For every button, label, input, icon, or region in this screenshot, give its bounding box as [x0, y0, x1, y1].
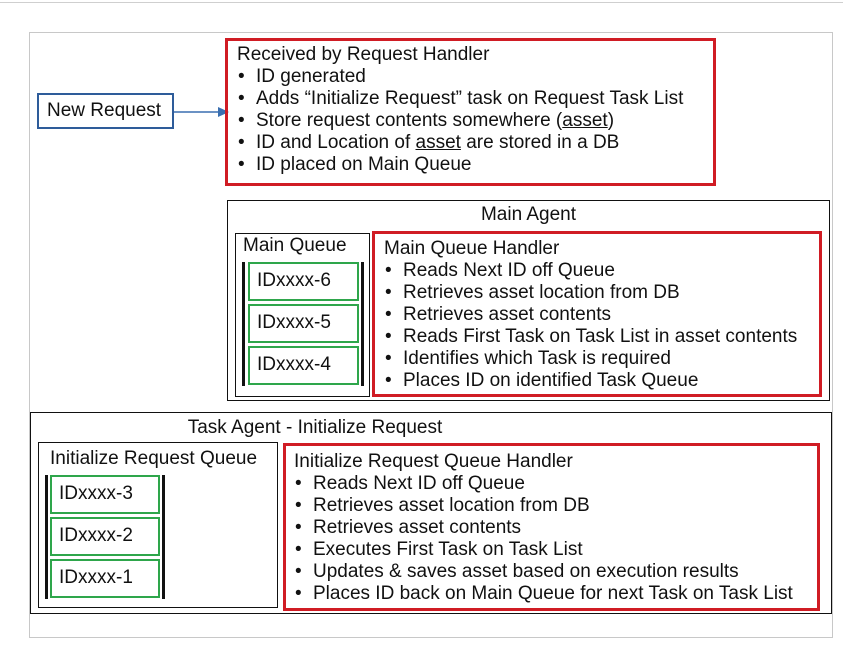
main-agent-title: Main Agent — [480, 204, 577, 225]
list-item: •Places ID on identified Task Queue — [385, 370, 699, 391]
list-item: •Retrieves asset contents — [385, 304, 612, 325]
main-agent-box — [227, 200, 830, 401]
main-queue-handler-list: •Reads Next ID off Queue •Retrieves asse… — [384, 260, 819, 392]
initialize-request-queue-box — [38, 442, 278, 608]
queue-item: IDxxxx-5 — [248, 304, 359, 343]
list-item: •ID placed on Main Queue — [238, 154, 472, 175]
queue-item: IDxxxx-6 — [248, 262, 359, 301]
list-item: •Store request contents somewhere (asset… — [238, 110, 615, 131]
list-item: •Reads Next ID off Queue — [295, 473, 525, 494]
request-handler-list: •ID generated •Adds “Initialize Request”… — [237, 66, 713, 176]
main-queue-title: Main Queue — [243, 235, 347, 256]
asset-term: asset — [562, 110, 608, 131]
initialize-request-queue-handler-box: Initialize Request Queue Handler •Reads … — [283, 443, 820, 611]
initialize-request-queue-handler-title: Initialize Request Queue Handler — [294, 451, 573, 472]
asset-term: asset — [415, 132, 461, 153]
main-queue-box — [235, 233, 370, 397]
main-queue-handler-title: Main Queue Handler — [384, 238, 560, 259]
task-agent-box — [30, 412, 832, 614]
new-request-box: New Request — [37, 93, 174, 129]
request-handler-title: Received by Request Handler — [237, 44, 490, 65]
queue-left-bar — [45, 475, 48, 599]
list-item: •Executes First Task on Task List — [295, 539, 583, 560]
list-item: •Identifies which Task is required — [385, 348, 671, 369]
diagram-canvas — [29, 32, 833, 638]
queue-item: IDxxxx-2 — [50, 517, 160, 556]
list-item: •ID and Location of asset are stored in … — [238, 132, 620, 153]
queue-right-bar — [361, 262, 364, 386]
initialize-request-queue-title: Initialize Request Queue — [50, 448, 258, 469]
queue-left-bar — [242, 262, 245, 386]
list-item: •Adds “Initialize Request” task on Reque… — [238, 88, 684, 109]
queue-right-bar — [162, 475, 165, 599]
list-item: •Reads Next ID off Queue — [385, 260, 615, 281]
list-item: •ID generated — [238, 66, 366, 87]
queue-item: IDxxxx-1 — [50, 559, 160, 598]
new-request-label: New Request — [47, 100, 162, 121]
task-agent-title: Task Agent - Initialize Request — [187, 417, 443, 438]
list-item: •Retrieves asset location from DB — [295, 495, 590, 516]
list-item: •Retrieves asset contents — [295, 517, 522, 538]
queue-item: IDxxxx-3 — [50, 475, 160, 514]
queue-item: IDxxxx-4 — [248, 346, 359, 385]
list-item: •Retrieves asset location from DB — [385, 282, 680, 303]
initialize-request-queue-handler-list: •Reads Next ID off Queue •Retrieves asse… — [294, 473, 817, 605]
list-item: •Updates & saves asset based on executio… — [295, 561, 739, 582]
list-item: •Reads First Task on Task List in asset … — [385, 326, 798, 347]
arrow-to-request-handler — [174, 107, 229, 117]
top-divider — [0, 2, 843, 3]
main-queue-handler-box: Main Queue Handler •Reads Next ID off Qu… — [372, 231, 822, 397]
request-handler-box: Received by Request Handler •ID generate… — [225, 38, 716, 186]
list-item: •Places ID back on Main Queue for next T… — [295, 583, 793, 604]
